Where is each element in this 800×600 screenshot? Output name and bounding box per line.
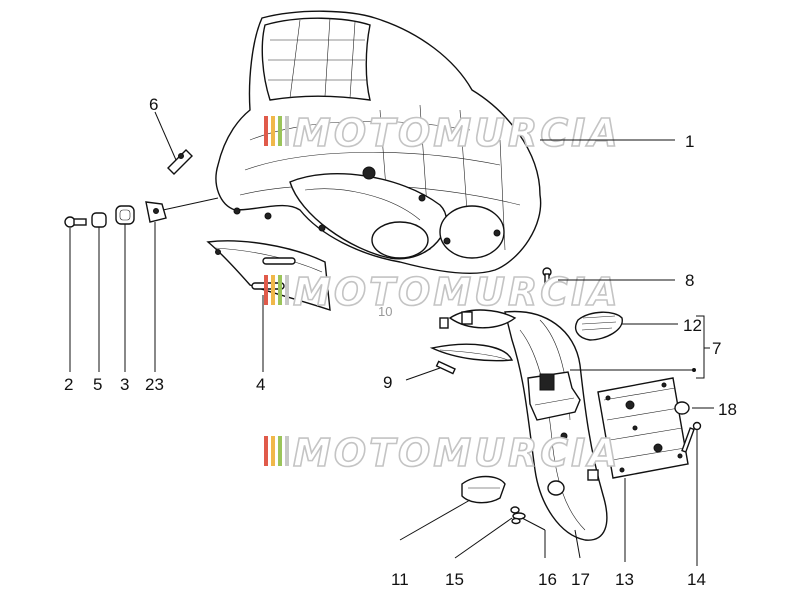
screw-part-9[interactable] [435, 360, 456, 375]
stripe-1 [264, 116, 268, 146]
spacer-part-5[interactable] [91, 212, 107, 228]
callout-2: 2 [64, 375, 73, 394]
inner-plate-part[interactable] [206, 240, 331, 312]
leader-bracket-7 [696, 315, 705, 379]
callout-4: 4 [256, 375, 265, 394]
callout-labels: 1 2 5 3 23 4 6 7 8 9 10 12 18 11 15 16 1… [64, 95, 737, 589]
callout-17: 17 [571, 570, 590, 589]
callout-5: 5 [93, 375, 102, 394]
callout-23: 23 [145, 375, 164, 394]
screw-part-8[interactable] [542, 267, 552, 289]
callout-7: 7 [712, 339, 721, 358]
reflector-part-12[interactable] [574, 311, 623, 341]
stripe-4 [285, 436, 289, 466]
callout-12: 12 [683, 316, 702, 335]
grommet-part-3[interactable] [115, 205, 135, 225]
callout-1: 1 [685, 132, 694, 151]
callout-3: 3 [120, 375, 129, 394]
callout-10: 10 [378, 304, 392, 319]
callout-6: 6 [149, 95, 158, 114]
screw-part-2[interactable] [64, 216, 87, 228]
leader-6 [154, 111, 177, 161]
license-plate-holder-part[interactable] [597, 377, 689, 479]
callout-16: 16 [538, 570, 557, 589]
callout-8: 8 [685, 271, 694, 290]
stripe-4 [285, 116, 289, 146]
watermark-text: MOTOMURCIA [293, 431, 621, 475]
leader-lines [69, 111, 714, 566]
front-shield-part[interactable] [215, 10, 542, 275]
stripe-4 [285, 275, 289, 305]
watermark-bottom: MOTOMURCIA [264, 430, 621, 476]
leader-9 [405, 367, 441, 381]
watermark-top: MOTOMURCIA [264, 110, 621, 156]
callout-13: 13 [615, 570, 634, 589]
stripe-3 [278, 275, 282, 305]
leader-23-to-shield [162, 197, 219, 211]
watermark-text: MOTOMURCIA [293, 270, 621, 314]
leader-15 [454, 517, 513, 559]
washer-parts-15-16[interactable] [510, 506, 526, 525]
leader-11 [399, 499, 471, 541]
stripe-3 [278, 116, 282, 146]
stripe-1 [264, 436, 268, 466]
callout-15: 15 [445, 570, 464, 589]
leader-dot [692, 368, 696, 372]
leader-17 [574, 529, 581, 559]
watermark-text: MOTOMURCIA [293, 111, 621, 155]
rubber-part-18[interactable] [674, 401, 690, 415]
bulb-part-6[interactable] [167, 149, 193, 175]
stripe-2 [271, 436, 275, 466]
callout-14: 14 [687, 570, 706, 589]
stripe-2 [271, 116, 275, 146]
watermark-middle: MOTOMURCIA [264, 269, 621, 315]
callout-9: 9 [383, 373, 392, 392]
callout-18: 18 [718, 400, 737, 419]
license-light-part-11[interactable] [461, 475, 506, 504]
stripe-2 [271, 275, 275, 305]
tail-light-part[interactable] [527, 371, 581, 421]
stripe-1 [264, 275, 268, 305]
leader-16-b [521, 517, 546, 531]
callout-11: 11 [391, 570, 409, 589]
stripe-3 [278, 436, 282, 466]
clip-part-23[interactable] [145, 201, 167, 223]
bolt-part-14[interactable] [681, 421, 702, 453]
rear-mudguard-part[interactable] [429, 309, 608, 541]
